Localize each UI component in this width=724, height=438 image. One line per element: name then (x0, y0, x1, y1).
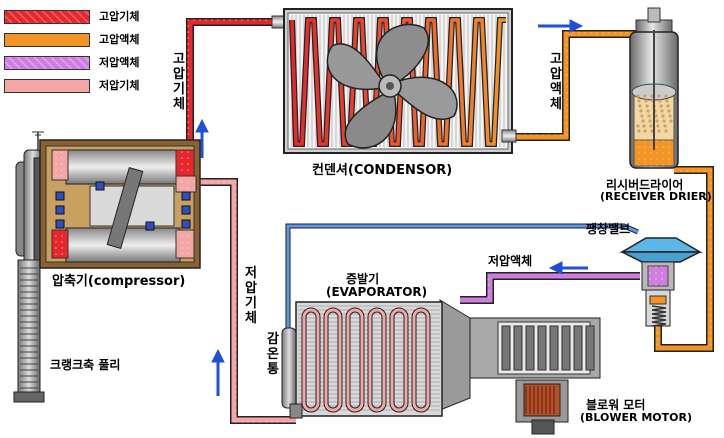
condenser-coil (289, 17, 506, 147)
blower-motor (515, 379, 569, 435)
arrow-right-receiver (538, 19, 584, 33)
arrow-up-high-gas (195, 118, 209, 158)
low-pressure-liquid-label: 저압액체 (488, 254, 533, 268)
compressor (13, 131, 201, 403)
compressor-label: 압축기(compressor) (52, 274, 186, 289)
blower-housing-grill (501, 325, 595, 371)
high-pressure-liquid-line (510, 30, 714, 352)
evaporator (281, 299, 601, 419)
legend-swatch-low-liquid (4, 56, 90, 70)
arrow-left-low-liquid (548, 261, 588, 275)
receiver-drier-label-en: (RECEIVER DRIER) (600, 190, 712, 203)
high-pressure-gas-line (186, 15, 287, 158)
low-pressure-liquid-line (460, 272, 640, 304)
legend-swatch-low-gas (4, 79, 90, 93)
expansion-valve-label: 팽창밸브 (586, 222, 631, 236)
capillary-tube (285, 223, 639, 330)
evaporator-coil (301, 307, 431, 413)
legend-swatch-high-gas (4, 10, 90, 24)
expansion-valve (619, 237, 703, 327)
valve-spring (651, 305, 667, 327)
legend-label: 저압기체 (99, 79, 140, 92)
condenser (283, 8, 517, 154)
legend-swatch-high-liquid (4, 33, 90, 47)
condenser-label: 컨덴셔(CONDENSOR) (312, 163, 453, 178)
legend-label: 저압액체 (99, 56, 140, 69)
flow-arrows (195, 19, 588, 396)
drive-belt (20, 267, 38, 389)
thermo-bulb (281, 327, 297, 409)
condenser-fan (326, 23, 458, 149)
receiver-drier (629, 7, 679, 169)
legend-label: 고압기체 (99, 10, 140, 23)
arrow-up-low-gas (211, 348, 225, 396)
compressor-bolts (55, 181, 191, 231)
blower-motor-label: 블로워 모터 (586, 398, 646, 412)
crankshaft-pulley-label: 크랭크축 풀리 (50, 358, 121, 372)
low-pressure-gas-line (196, 178, 296, 424)
crankshaft-pulley (13, 149, 45, 403)
evaporator-label-en: (EVAPORATOR) (326, 285, 428, 299)
motor-armature (525, 386, 555, 414)
receiver-drier-label: 리시버드라이어 (606, 178, 684, 192)
blower-motor-label-en: (BLOWER MOTOR) (580, 411, 692, 424)
legend-label: 고압액체 (99, 33, 140, 46)
evaporator-label: 증발기 (346, 272, 380, 286)
